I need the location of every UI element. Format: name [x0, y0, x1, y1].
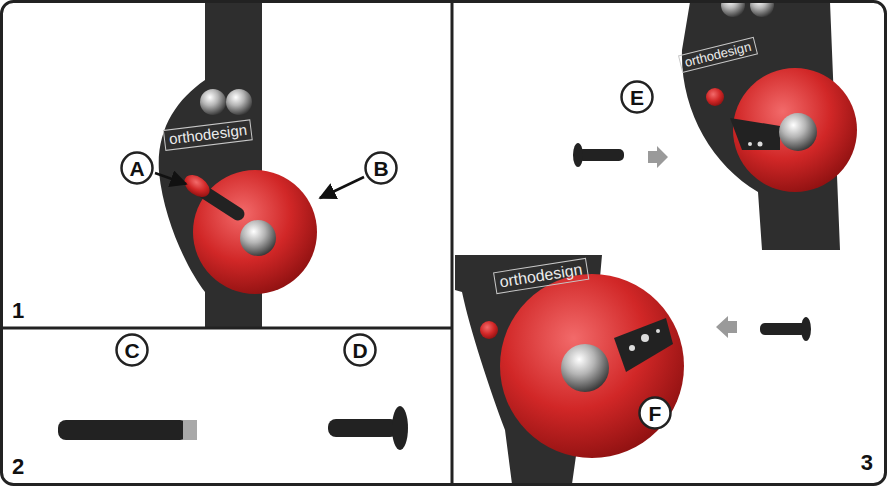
callout-letter: E: [630, 87, 644, 108]
callout-circle: A: [120, 151, 154, 185]
callout-circle: D: [343, 333, 377, 367]
callout-letter: F: [649, 403, 662, 424]
callout-ring: [622, 82, 653, 113]
panel-number-holder: 2: [12, 454, 24, 480]
brand-text: orthodesign: [498, 261, 583, 291]
callout-letter: A: [129, 158, 144, 179]
rivet-head: [801, 317, 811, 341]
panel-number: 1: [12, 298, 24, 323]
callout-ring: [122, 153, 153, 184]
dial-slot: [614, 318, 673, 372]
callout-circle: E: [620, 80, 654, 114]
callout-ring: [640, 398, 671, 429]
rivet-ball: [226, 89, 252, 115]
rivet-shaft: [328, 419, 398, 437]
brand-text: orthodesign: [168, 121, 248, 147]
axle-ball: [779, 113, 817, 151]
slot-dot: [748, 142, 752, 146]
callout-ring: [366, 153, 397, 184]
callout-ring: [345, 335, 376, 366]
pin: [58, 420, 188, 440]
brand-label: orthodesign: [678, 37, 758, 74]
release-knob: [480, 321, 498, 339]
release-knob: [706, 88, 724, 106]
slot-dot: [656, 329, 660, 333]
slot-dot: [641, 334, 649, 342]
red-dial: [500, 274, 684, 458]
panel-number-holder: 1: [12, 298, 24, 324]
panel-number-holder: 3: [861, 450, 873, 476]
direction-arrow: [716, 316, 737, 338]
callout-letter: C: [124, 340, 139, 361]
dial-slot: [730, 118, 780, 150]
axle-ball: [561, 344, 609, 392]
callout-circle: B: [364, 151, 398, 185]
panel-number: 2: [12, 454, 24, 479]
callout-circle: F: [638, 396, 672, 430]
release-knob: [180, 171, 213, 202]
callout-ring: [117, 335, 148, 366]
rivet-ball: [200, 89, 226, 115]
callout-letter: B: [373, 158, 388, 179]
figure-panel: 3orthodesignEorthodesignF: [452, 2, 885, 484]
direction-arrow: [648, 146, 668, 168]
figure-panel: 1 orthodesignA B: [2, 2, 452, 328]
leader-arrow: [320, 177, 364, 198]
brand-label: orthodesign: [493, 258, 589, 294]
dial-slot: [204, 192, 238, 214]
rivet-shaft: [578, 149, 624, 161]
figure-panel: 2 C D: [2, 328, 452, 484]
panel-divider: [451, 2, 454, 484]
brand-label: orthodesign: [163, 119, 253, 150]
slot-dot: [629, 345, 635, 351]
callout-circle: C: [115, 333, 149, 367]
brand-text: orthodesign: [683, 39, 753, 70]
callout-letter: D: [352, 340, 367, 361]
axle-ball: [240, 220, 276, 256]
leader-arrow: [155, 173, 186, 184]
rivet-head: [392, 406, 408, 450]
panel-divider: [2, 327, 452, 330]
slot-dot: [758, 142, 763, 147]
rivet-shaft: [760, 323, 806, 335]
rivet-head: [573, 143, 583, 167]
pin-tip: [183, 420, 197, 440]
red-dial: [193, 170, 317, 294]
panel-number: 3: [861, 450, 873, 475]
